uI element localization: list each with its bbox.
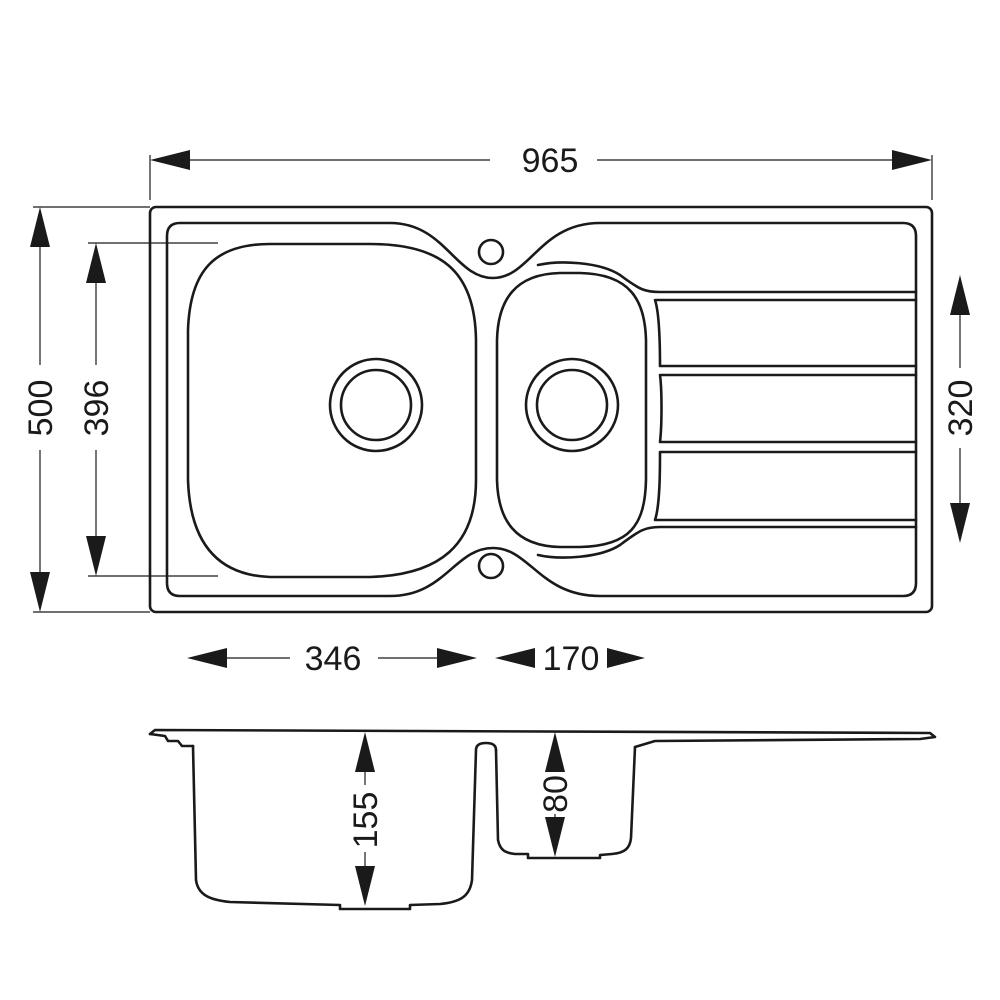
drainer-groove-2 bbox=[658, 373, 918, 444]
sink-inner-rim bbox=[165, 221, 918, 598]
section-top-profile bbox=[148, 728, 937, 749]
tap-hole-top bbox=[477, 238, 505, 266]
dim-label-396: 396 bbox=[78, 380, 116, 437]
drainer-groove-1 bbox=[653, 298, 918, 368]
dim-label-80: 80 bbox=[537, 775, 575, 813]
half-bowl-waste-inner bbox=[535, 368, 609, 442]
dimension-main-bowl-width: 346 bbox=[187, 640, 477, 678]
section-top-left-lip bbox=[148, 732, 195, 748]
half-bowl-waste-outer bbox=[524, 357, 620, 453]
dimension-main-bowl-height: 155 bbox=[347, 732, 385, 906]
section-half-bowl bbox=[494, 745, 637, 860]
dimension-main-bowl-depth: 396 bbox=[78, 242, 218, 577]
dimension-drainer-depth: 320 bbox=[942, 275, 980, 543]
section-view bbox=[148, 728, 937, 911]
tap-hole-bottom bbox=[477, 552, 505, 580]
dimension-overall-width: 965 bbox=[149, 142, 933, 200]
dim-label-170: 170 bbox=[543, 640, 600, 678]
dimension-half-bowl-width: 170 bbox=[495, 640, 645, 678]
dim-label-965: 965 bbox=[522, 142, 579, 180]
dimension-overall-depth: 500 bbox=[22, 206, 150, 613]
section-main-bowl bbox=[191, 741, 498, 911]
main-bowl-waste-inner bbox=[339, 368, 413, 442]
dimension-half-bowl-height: 80 bbox=[537, 732, 575, 857]
dim-label-500: 500 bbox=[22, 380, 60, 437]
drainer-boundary bbox=[536, 261, 918, 559]
sink-outer-frame bbox=[148, 205, 934, 614]
dim-label-155: 155 bbox=[347, 792, 385, 849]
dim-label-320: 320 bbox=[942, 380, 980, 437]
dim-label-346: 346 bbox=[305, 640, 362, 678]
main-bowl-waste-outer bbox=[328, 357, 424, 453]
half-bowl-outline bbox=[495, 271, 648, 549]
plan-view bbox=[148, 205, 934, 614]
main-bowl-outline bbox=[186, 242, 478, 579]
drainer-groove-3 bbox=[653, 450, 918, 522]
